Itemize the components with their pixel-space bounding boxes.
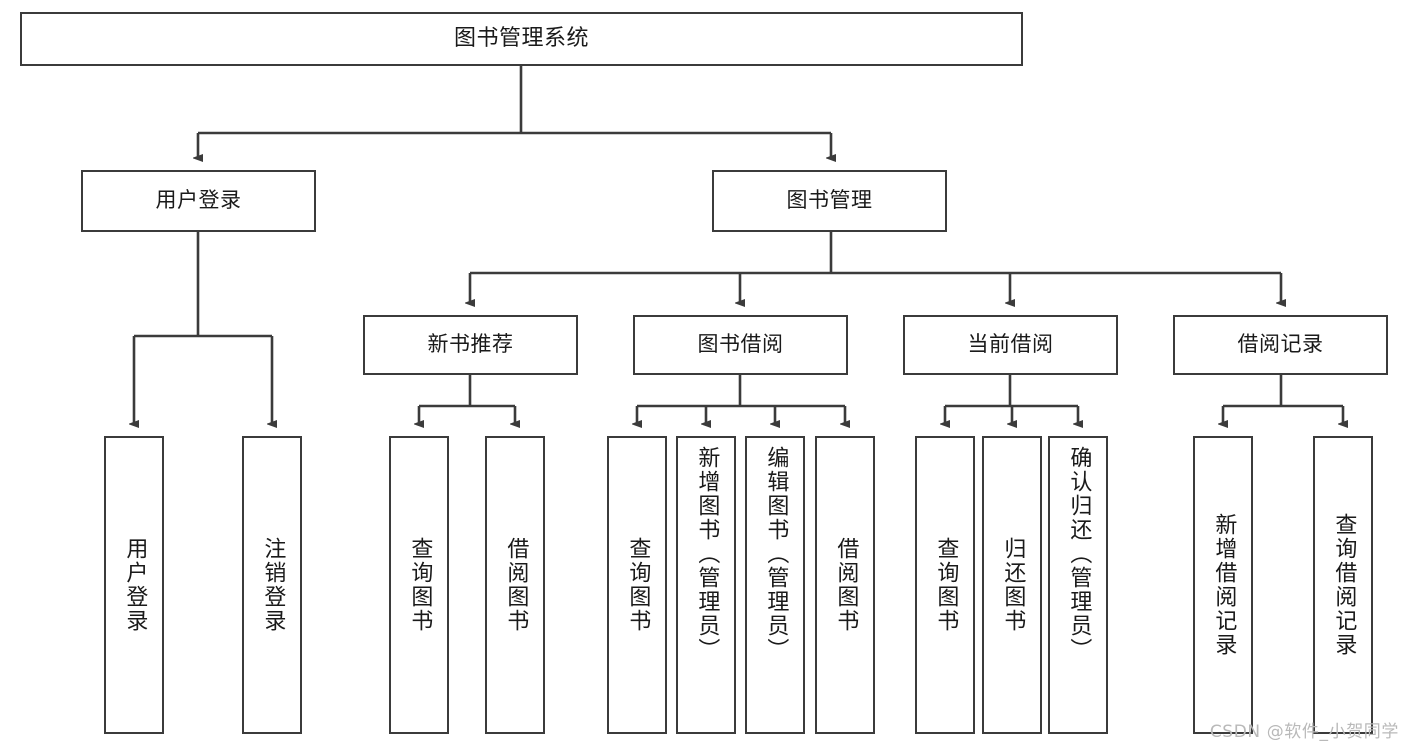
leaf-user-login-label: 用户登录 [122, 537, 148, 633]
node-current-borrow[interactable]: 当前借阅 [903, 315, 1118, 375]
leaf-new-book-borrow-label: 借阅图书 [503, 537, 529, 633]
leaf-borrow-add-book-label: 新增图书（管理员） [694, 446, 720, 662]
node-current-borrow-label: 当前借阅 [967, 332, 1054, 357]
leaf-borrow-edit-book-label: 编辑图书（管理员） [763, 446, 789, 662]
leaf-borrow-query-book-label: 查询图书 [625, 537, 651, 633]
leaf-current-return-book[interactable]: 归还图书 [982, 436, 1042, 734]
node-root[interactable]: 图书管理系统 [20, 12, 1023, 66]
leaf-record-add-label: 新增借阅记录 [1211, 513, 1237, 657]
leaf-new-book-query[interactable]: 查询图书 [389, 436, 449, 734]
node-user-login[interactable]: 用户登录 [81, 170, 316, 232]
leaf-record-query-label: 查询借阅记录 [1331, 513, 1357, 657]
node-borrow-record[interactable]: 借阅记录 [1173, 315, 1388, 375]
leaf-borrow-edit-book[interactable]: 编辑图书（管理员） [745, 436, 805, 734]
watermark: CSDN @软件_小贺同学 [1209, 722, 1399, 742]
leaf-user-login[interactable]: 用户登录 [104, 436, 164, 734]
node-root-label: 图书管理系统 [453, 26, 589, 52]
leaf-borrow-add-book[interactable]: 新增图书（管理员） [676, 436, 736, 734]
node-book-management[interactable]: 图书管理 [712, 170, 947, 232]
leaf-borrow-borrow-book[interactable]: 借阅图书 [815, 436, 875, 734]
leaf-user-logout-label: 注销登录 [260, 537, 286, 633]
node-book-management-label: 图书管理 [786, 188, 873, 213]
node-new-book-recommend[interactable]: 新书推荐 [363, 315, 578, 375]
node-book-borrow[interactable]: 图书借阅 [633, 315, 848, 375]
leaf-current-confirm-return[interactable]: 确认归还（管理员） [1048, 436, 1108, 734]
leaf-current-query-book-label: 查询图书 [933, 537, 959, 633]
leaf-record-add[interactable]: 新增借阅记录 [1193, 436, 1253, 734]
node-book-borrow-label: 图书借阅 [697, 332, 784, 357]
leaf-current-confirm-return-label: 确认归还（管理员） [1066, 446, 1092, 662]
leaf-borrow-query-book[interactable]: 查询图书 [607, 436, 667, 734]
leaf-new-book-query-label: 查询图书 [407, 537, 433, 633]
leaf-current-query-book[interactable]: 查询图书 [915, 436, 975, 734]
node-new-book-recommend-label: 新书推荐 [427, 332, 514, 357]
leaf-record-query[interactable]: 查询借阅记录 [1313, 436, 1373, 734]
node-borrow-record-label: 借阅记录 [1237, 332, 1324, 357]
node-user-login-label: 用户登录 [155, 188, 242, 213]
leaf-user-logout[interactable]: 注销登录 [242, 436, 302, 734]
leaf-current-return-book-label: 归还图书 [1000, 537, 1026, 633]
leaf-new-book-borrow[interactable]: 借阅图书 [485, 436, 545, 734]
leaf-borrow-borrow-book-label: 借阅图书 [833, 537, 859, 633]
